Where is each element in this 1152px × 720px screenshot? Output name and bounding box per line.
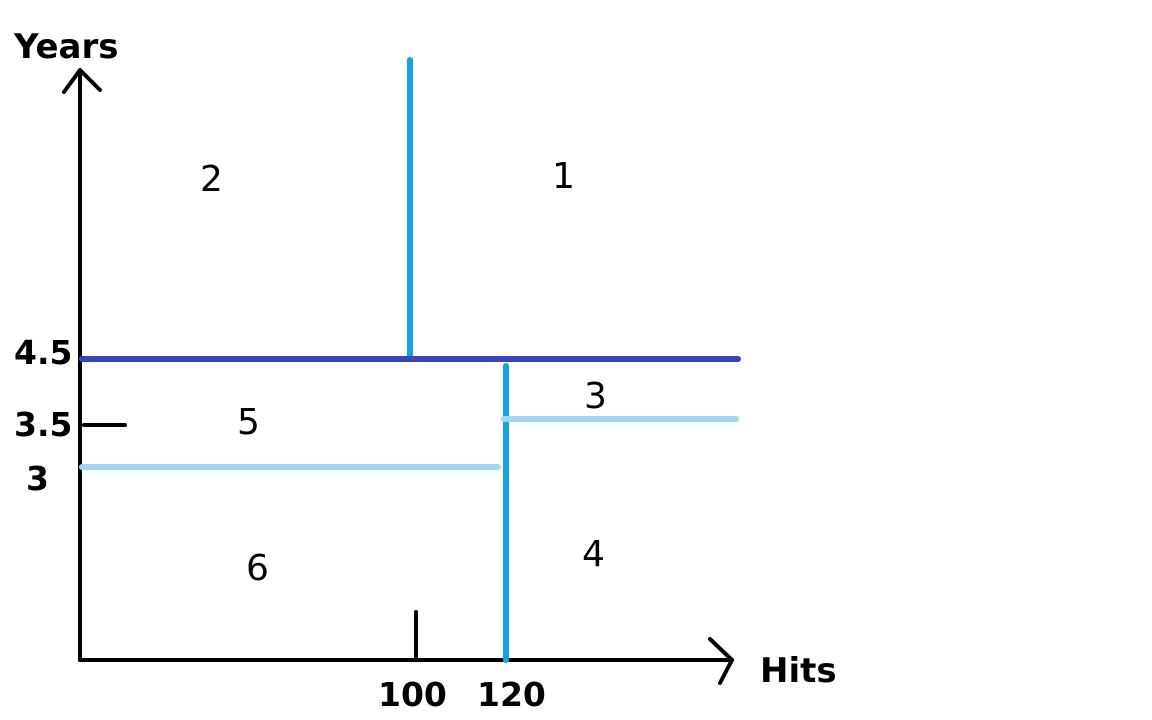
x-axis-title: Hits: [760, 651, 837, 691]
y-axis-title: Years: [13, 27, 119, 67]
region-label-4: 4: [582, 534, 605, 575]
axes: [62, 68, 734, 685]
y-tick-label-3: 3: [26, 459, 49, 498]
region-label-6: 6: [246, 548, 269, 589]
split-lines: [79, 57, 741, 663]
x-tick-label-120: 120: [477, 675, 546, 714]
y-tick-label-3.5: 3.5: [14, 405, 72, 444]
y-axis-arrowhead: [62, 68, 102, 94]
region-label-2: 2: [200, 159, 223, 200]
region-label-5: 5: [237, 402, 260, 443]
x-tick-label-100: 100: [378, 675, 447, 714]
region-label-1: 1: [552, 156, 575, 197]
tick-marks: [82, 423, 418, 659]
x-axis-arrowhead: [708, 637, 734, 685]
region-label-3: 3: [584, 376, 607, 417]
y-tick-label-4.5: 4.5: [14, 333, 72, 372]
